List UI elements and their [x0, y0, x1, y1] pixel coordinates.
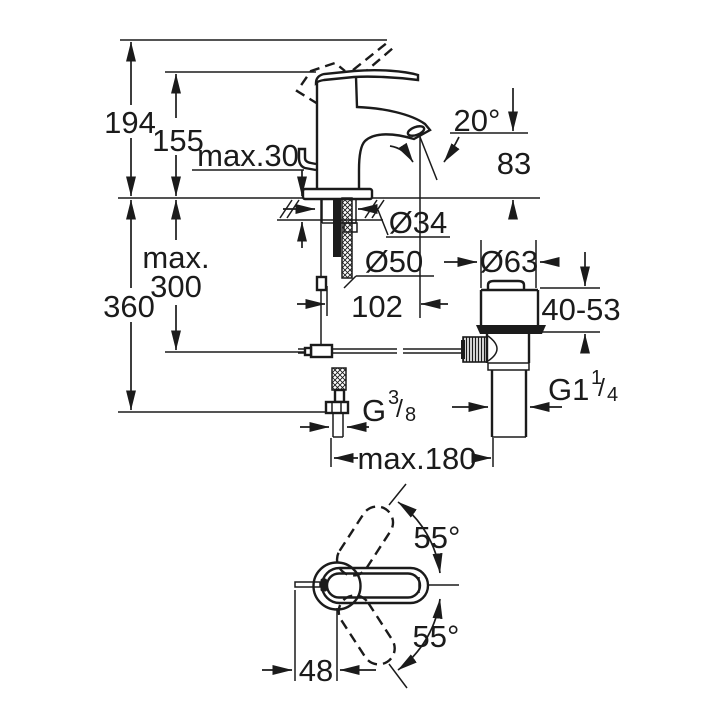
dim-55-lower-label: 55° [413, 619, 460, 654]
waste-knurled-nut [462, 336, 488, 363]
spout-mouth [406, 125, 426, 137]
dim-83-label: 83 [497, 146, 531, 181]
svg-text:/: / [598, 374, 605, 402]
svg-text:3: 3 [388, 387, 399, 409]
faucet-base-plate [301, 187, 374, 201]
dim-max300-value-label: 300 [150, 269, 202, 304]
top-view-labels: 55° 55° 48 [299, 520, 461, 688]
lever-plan [294, 561, 430, 611]
rod-joint [315, 275, 328, 292]
front-view-labels: 194 155 max.30 20° 83 Ø34 Ø50 Ø63 max. 3… [103, 103, 621, 476]
dim-max180-label: max.180 [358, 441, 477, 476]
dim-max300-prefix-label: max. [142, 240, 209, 275]
dim-360-label: 360 [103, 289, 155, 324]
front-view: 194 155 max.30 20° 83 Ø34 Ø50 Ø63 max. 3… [103, 39, 621, 476]
dim-55-upper-label: 55° [414, 520, 461, 555]
top-view: 55° 55° 48 [262, 483, 461, 689]
dim-194-label: 194 [104, 105, 156, 140]
waste-valve [461, 279, 546, 438]
dim-48-label: 48 [299, 653, 333, 688]
lever-indicator [320, 578, 327, 592]
swivel-angle-arcs [262, 501, 443, 675]
faucet-artwork [295, 41, 546, 438]
dim-dia50-label: Ø50 [365, 244, 424, 279]
lever-hub [312, 561, 362, 611]
dim-dia63-label: Ø63 [480, 244, 539, 279]
popup-rod-knob [297, 147, 317, 172]
dim-20deg-label: 20° [454, 103, 501, 138]
svg-text:G: G [362, 393, 386, 428]
dim-g114-label: G1 1 / 4 [548, 367, 618, 407]
supply-hose-lower [324, 367, 350, 438]
mounting-shank [333, 198, 341, 257]
dim-155-label: 155 [152, 123, 204, 158]
svg-text:1: 1 [591, 367, 602, 389]
dim-dia34-label: Ø34 [389, 205, 448, 240]
svg-text:8: 8 [405, 404, 416, 426]
popup-rod-linkage [298, 343, 463, 359]
lever-swivel-dashed [335, 505, 396, 666]
dim-g38-label: G 3 / 8 [362, 387, 416, 428]
dim-4053-label: 40-53 [541, 292, 620, 327]
spout-tip-plan [294, 581, 321, 588]
svg-text:4: 4 [607, 384, 618, 406]
dimension-lines [126, 41, 590, 463]
waste-seal-ring [476, 325, 546, 334]
dim-102-label: 102 [351, 289, 403, 324]
svg-text:/: / [396, 395, 403, 423]
supply-hose-upper [341, 197, 353, 279]
lever-closed [314, 69, 420, 86]
svg-text:G1: G1 [548, 372, 589, 407]
dim-max30-label: max.30 [197, 138, 299, 173]
